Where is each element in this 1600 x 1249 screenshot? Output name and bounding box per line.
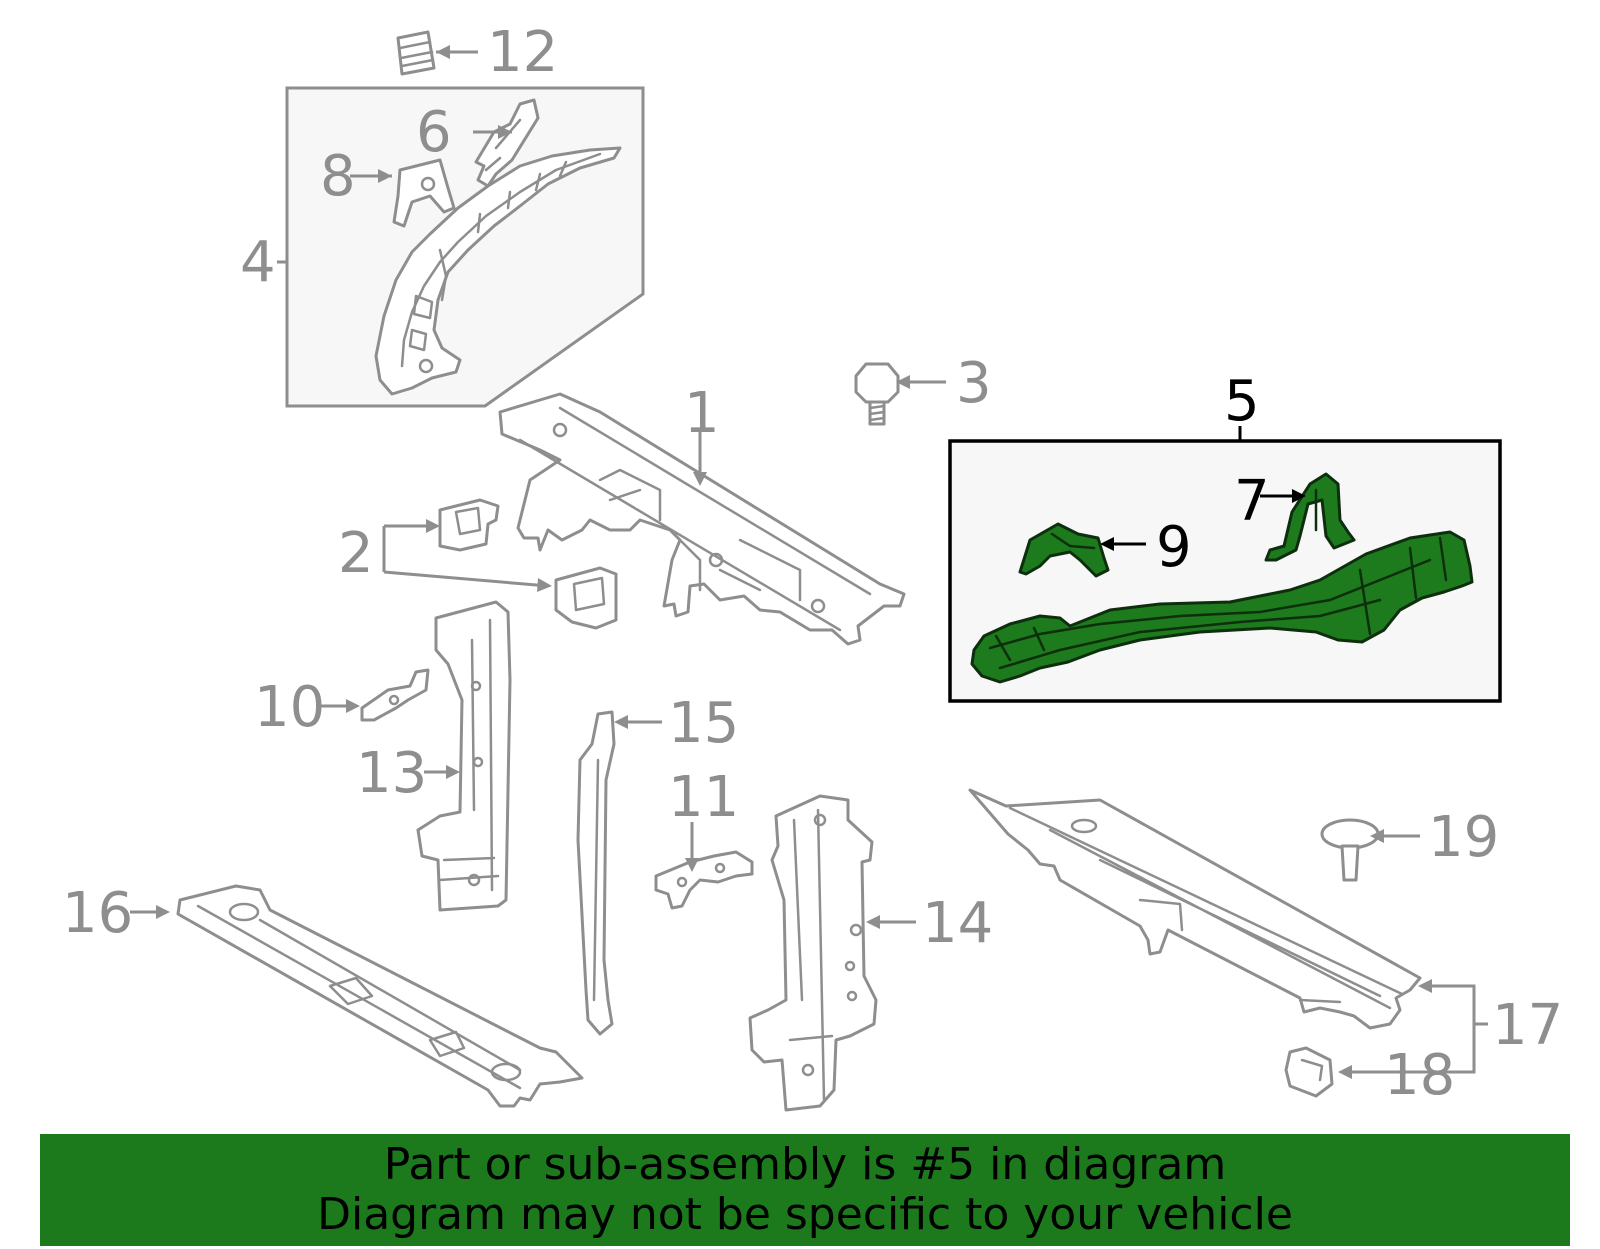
- leader-arrows: [156, 45, 1432, 1079]
- part-19-push-clip[interactable]: [1320, 818, 1380, 882]
- part-10-bracket[interactable]: [360, 668, 430, 722]
- callout-14: 14: [922, 891, 993, 956]
- leader-arrows-hl: [1100, 489, 1306, 551]
- part-5-apron-member[interactable]: [970, 530, 1474, 684]
- callout-4: 4: [240, 230, 276, 295]
- part-2-clip-a[interactable]: [438, 498, 500, 552]
- part-14-side-support[interactable]: [748, 794, 878, 1112]
- callout-8: 8: [320, 144, 356, 209]
- part-2-clip-b[interactable]: [554, 566, 618, 630]
- callout-2: 2: [338, 521, 374, 586]
- callout-12: 12: [487, 20, 558, 85]
- part-16-lower-tie-bar[interactable]: [176, 884, 584, 1108]
- callout-7: 7: [1234, 469, 1270, 534]
- part-1-support-upper[interactable]: [498, 392, 906, 646]
- notice-banner: Part or sub-assembly is #5 in diagram Di…: [40, 1134, 1570, 1246]
- part-3-bolt[interactable]: [854, 362, 900, 426]
- part-15-seal[interactable]: [576, 710, 616, 1036]
- part-12-bushing[interactable]: [396, 30, 436, 76]
- callout-18: 18: [1384, 1043, 1455, 1108]
- callout-15: 15: [668, 691, 739, 756]
- leader-17: [1346, 984, 1488, 1074]
- part-8-bracket[interactable]: [392, 158, 456, 228]
- part-13-side-support[interactable]: [416, 600, 512, 912]
- callout-1: 1: [684, 381, 720, 446]
- callout-13: 13: [356, 741, 427, 806]
- banner-line-1: Part or sub-assembly is #5 in diagram: [383, 1139, 1227, 1190]
- callout-6: 6: [416, 100, 452, 165]
- callout-16: 16: [62, 881, 133, 946]
- part-7-bracket[interactable]: [1264, 472, 1356, 562]
- callout-9: 9: [1156, 515, 1192, 580]
- part-18-clip[interactable]: [1284, 1046, 1334, 1098]
- part-9-bracket[interactable]: [1018, 522, 1110, 578]
- callout-19: 19: [1428, 805, 1499, 870]
- part-4-apron-reinforcement[interactable]: [374, 146, 622, 396]
- part-17-lower-support[interactable]: [968, 788, 1422, 1030]
- banner-line-2: Diagram may not be specific to your vehi…: [317, 1189, 1293, 1240]
- part-11-bracket[interactable]: [654, 850, 754, 910]
- callout-10: 10: [254, 675, 325, 740]
- callout-3: 3: [956, 351, 992, 416]
- callout-11: 11: [668, 765, 739, 830]
- callout-17: 17: [1492, 993, 1563, 1058]
- callout-5: 5: [1224, 369, 1260, 434]
